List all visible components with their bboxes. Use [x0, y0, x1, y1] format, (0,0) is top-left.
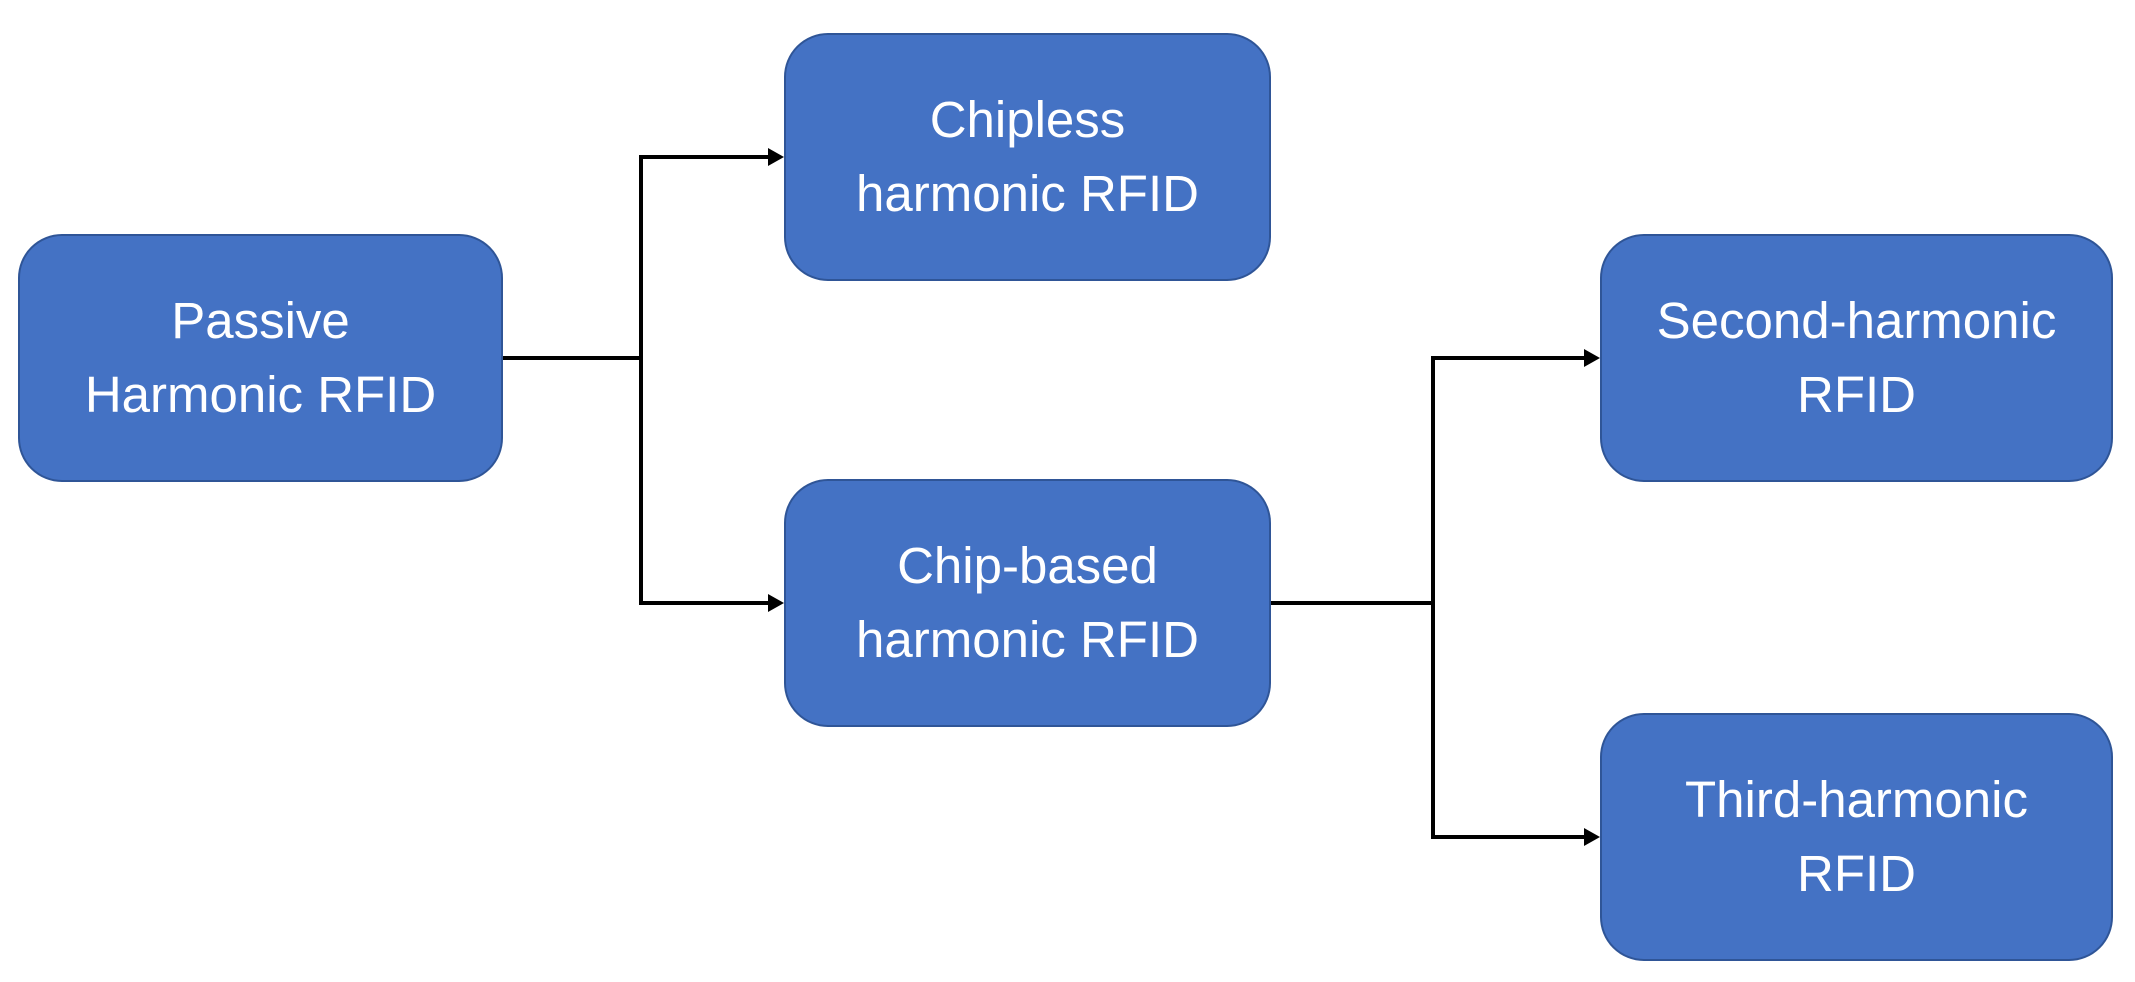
connector-chip-to-second — [1431, 356, 1588, 603]
arrowhead-second — [1584, 349, 1600, 367]
node-label-line: Chipless — [929, 91, 1126, 148]
node-second-harmonic-rfid: Second-harmonic RFID — [1600, 234, 2113, 482]
node-label-line: Chip-based — [897, 537, 1158, 594]
node-label: Chipless harmonic RFID — [856, 83, 1199, 231]
node-label: Second-harmonic RFID — [1657, 284, 2057, 432]
node-label: Third-harmonic RFID — [1685, 763, 2028, 911]
node-label-line: harmonic RFID — [856, 611, 1199, 668]
connector-chip-to-third — [1431, 603, 1588, 839]
node-label: Passive Harmonic RFID — [85, 284, 436, 432]
connector-root-to-chipless — [639, 155, 772, 358]
node-chipless-harmonic-rfid: Chipless harmonic RFID — [784, 33, 1271, 281]
arrowhead-third — [1584, 828, 1600, 846]
connector-root-to-chip-based — [639, 358, 772, 605]
node-chip-based-harmonic-rfid: Chip-based harmonic RFID — [784, 479, 1271, 727]
node-label-line: harmonic RFID — [856, 165, 1199, 222]
node-label-line: Second-harmonic — [1656, 292, 2057, 349]
node-label: Chip-based harmonic RFID — [856, 529, 1199, 677]
arrowhead-chip-based — [768, 594, 784, 612]
node-label-line: Passive — [171, 292, 350, 349]
arrowhead-chipless — [768, 148, 784, 166]
node-label-line: RFID — [1797, 366, 1916, 423]
node-label-line: Third-harmonic — [1685, 771, 2028, 828]
node-label-line: RFID — [1797, 845, 1916, 902]
node-passive-harmonic-rfid: Passive Harmonic RFID — [18, 234, 503, 482]
node-label-line: Harmonic RFID — [84, 366, 437, 423]
node-third-harmonic-rfid: Third-harmonic RFID — [1600, 713, 2113, 961]
